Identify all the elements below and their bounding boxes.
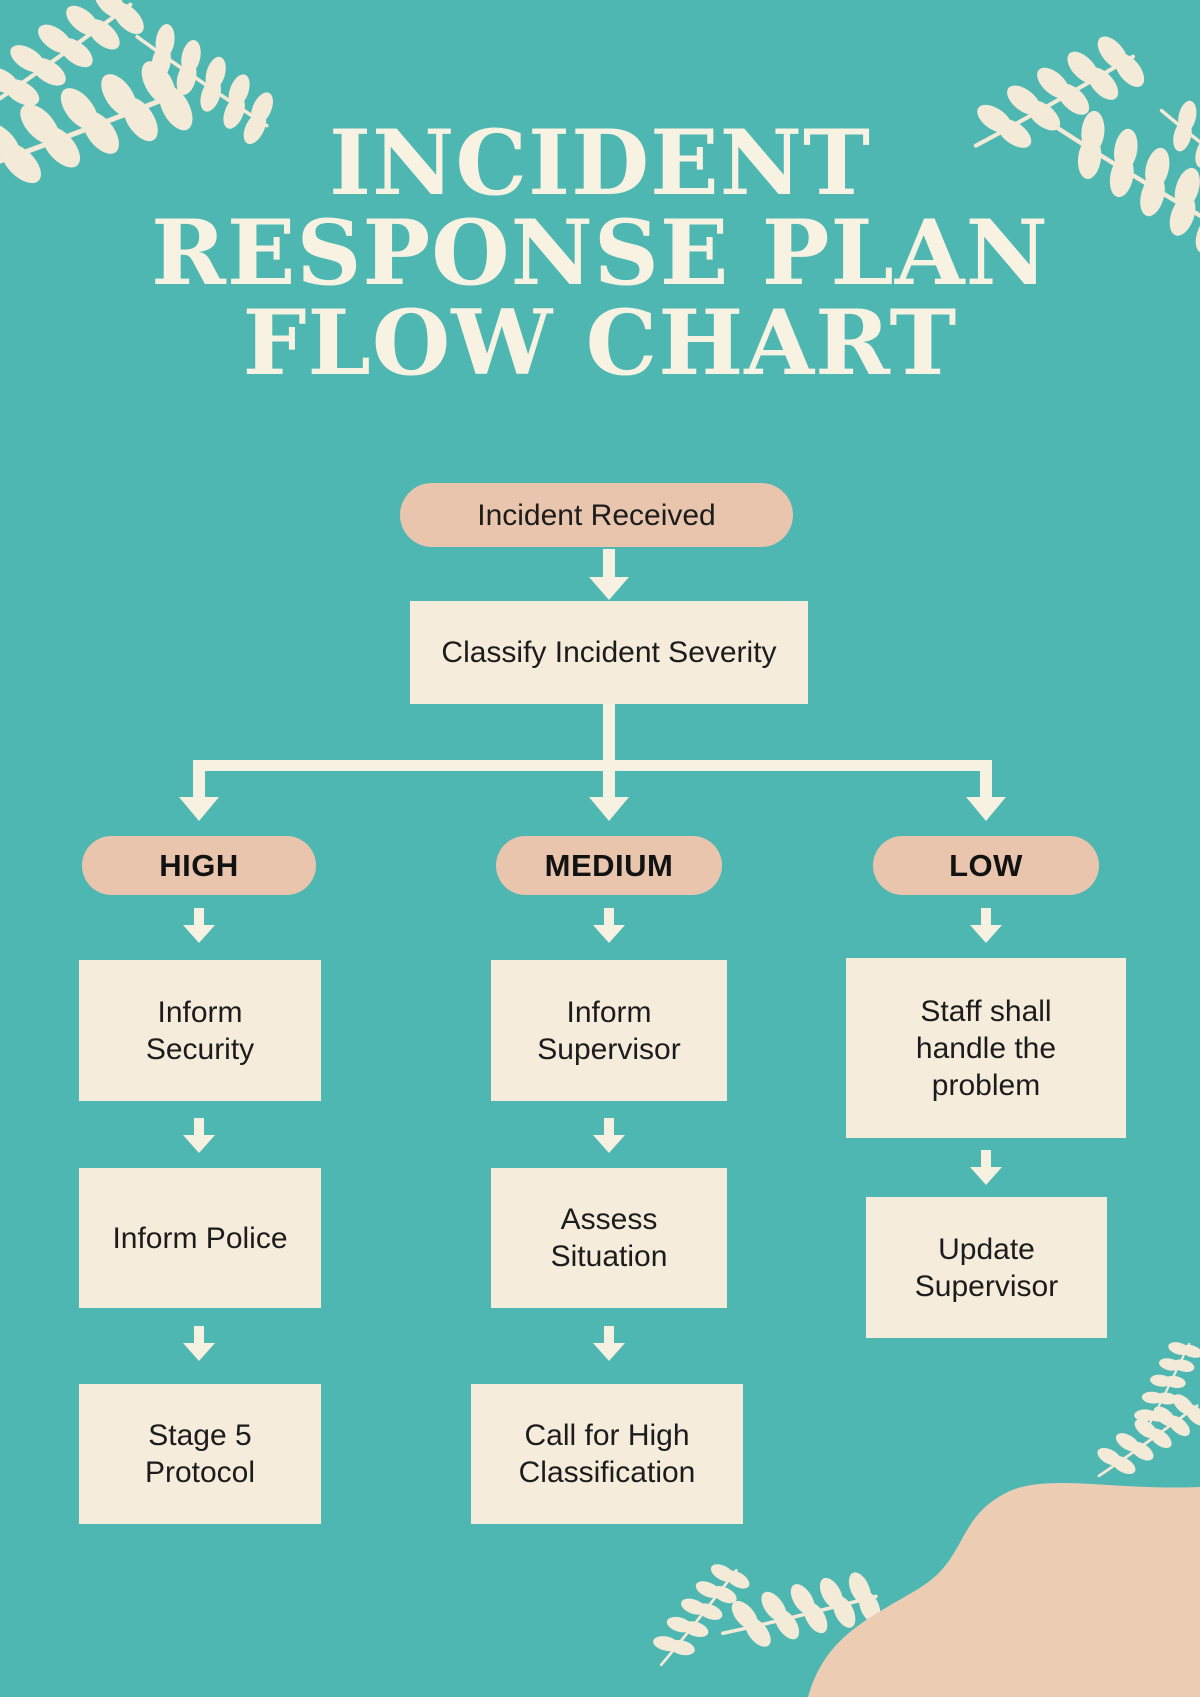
node-incident-received: Incident Received xyxy=(400,483,793,547)
branch-label: HIGH xyxy=(159,848,239,883)
step-label: Inform Supervisor xyxy=(537,995,681,1066)
node-label: Incident Received xyxy=(477,498,716,532)
step-box-assess-situation: Assess Situation xyxy=(491,1168,727,1308)
step-box-stage-5-protocol: Stage 5 Protocol xyxy=(79,1384,321,1524)
step-box-staff-handle-problem: Staff shall handle the problem xyxy=(846,958,1126,1138)
step-box-update-supervisor: Update Supervisor xyxy=(866,1197,1107,1338)
step-box-inform-police: Inform Police xyxy=(79,1168,321,1308)
branch-pill-low: LOW xyxy=(873,836,1099,895)
arrow-down-icon xyxy=(183,908,215,943)
page-title: INCIDENT RESPONSE PLAN FLOW CHART xyxy=(0,118,1200,388)
step-label: Inform Security xyxy=(145,995,255,1066)
step-label: Stage 5 Protocol xyxy=(144,1419,256,1489)
arrow-down-icon xyxy=(183,1326,215,1361)
corner-blob-decoration xyxy=(808,1482,1200,1697)
step-label: Staff shall handle the problem xyxy=(915,994,1057,1102)
arrow-down-icon xyxy=(593,1118,625,1153)
branch-pill-high: HIGH xyxy=(82,836,316,895)
arrow-down-icon xyxy=(966,760,1006,821)
connector-horizontal xyxy=(193,760,992,771)
arrow-down-icon xyxy=(593,908,625,943)
branch-pill-medium: MEDIUM xyxy=(496,836,722,895)
step-label: Assess Situation xyxy=(550,1203,668,1273)
node-classify-severity: Classify Incident Severity xyxy=(410,601,808,704)
step-label: Inform Police xyxy=(112,1221,288,1255)
step-label: Call for High Classification xyxy=(518,1419,696,1489)
step-box-inform-supervisor: Inform Supervisor xyxy=(491,960,727,1101)
arrow-down-icon xyxy=(589,760,629,821)
branch-label: MEDIUM xyxy=(544,848,674,883)
arrow-down-icon xyxy=(593,1326,625,1361)
page-title-line: FLOW CHART xyxy=(242,290,958,396)
step-box-call-for-high-classification: Call for High Classification xyxy=(471,1384,743,1524)
page-title-line: INCIDENT xyxy=(329,110,871,216)
branch-label: LOW xyxy=(949,848,1023,883)
arrow-down-icon xyxy=(179,760,219,821)
step-box-inform-security: Inform Security xyxy=(79,960,321,1101)
arrow-down-icon xyxy=(970,908,1002,943)
page-title-line: RESPONSE PLAN xyxy=(151,200,1049,306)
step-label: Update Supervisor xyxy=(914,1232,1059,1303)
arrow-down-icon xyxy=(589,549,629,600)
node-label: Classify Incident Severity xyxy=(441,636,777,669)
arrow-down-icon xyxy=(970,1150,1002,1185)
arrow-down-icon xyxy=(183,1118,215,1153)
connector-stem xyxy=(603,704,615,762)
